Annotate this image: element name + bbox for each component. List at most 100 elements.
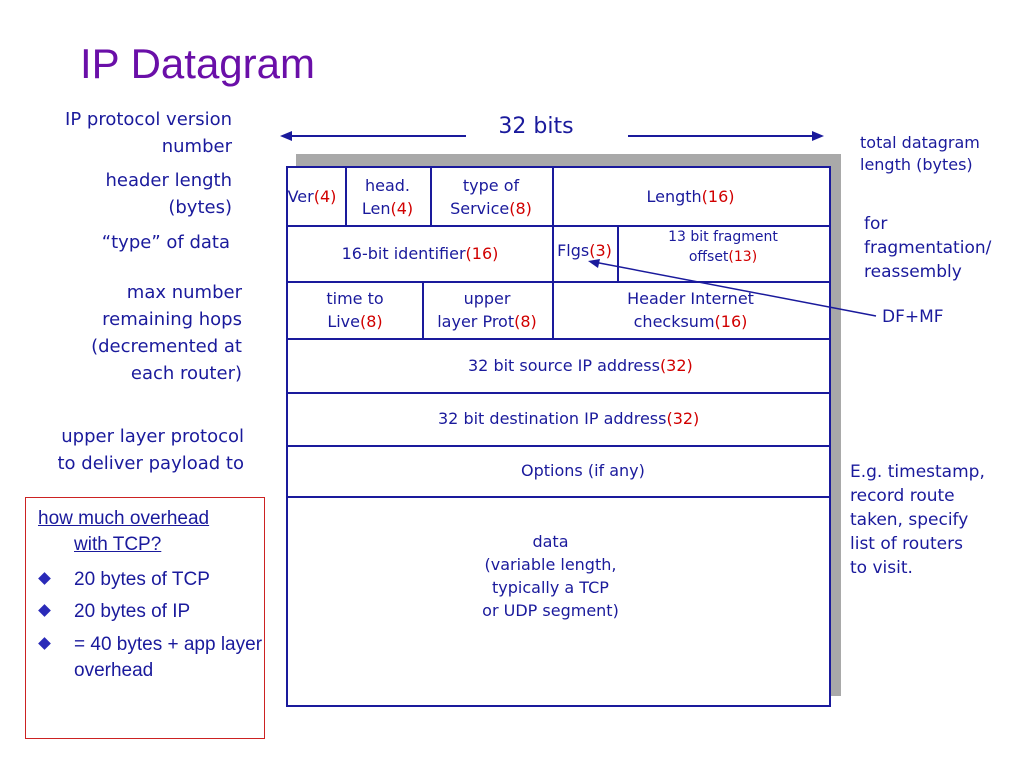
field-fragoffset-bits: (13): [728, 249, 758, 265]
overhead-bullet-text: = 40 bytes + app layer overhead: [74, 634, 263, 681]
slide-title: IP Datagram: [80, 40, 315, 87]
label-frag-line1: for: [864, 214, 888, 234]
field-type-of-service: type of Service(8): [430, 168, 552, 225]
field-headlen-line2: Len: [361, 198, 391, 218]
field-headlen-bits: (4): [390, 198, 414, 218]
field-flags-bits: (3): [589, 241, 612, 260]
label-version-line1: IP protocol version: [65, 109, 232, 130]
label-options-line4: list of routers: [850, 534, 963, 554]
field-fragment-offset: 13 bit fragment offset(13): [617, 225, 829, 281]
field-proto-bits: (8): [514, 311, 537, 331]
field-source-address: 32 bit source IP address(32): [288, 338, 829, 392]
field-ttl-bits: (8): [359, 311, 383, 331]
field-data-line4: or UDP segment): [482, 601, 619, 620]
field-options-label: Options (if any): [521, 461, 645, 480]
col-divider: [552, 168, 554, 225]
datagram-box: Ver(4) head. Len(4) type of Service(8) L…: [286, 166, 831, 707]
field-checksum-bits: (16): [714, 311, 748, 331]
overhead-question: how much overhead with TCP?: [38, 506, 209, 558]
field-fragoffset-line2: offset: [688, 249, 729, 265]
label-options-line1: E.g. timestamp,: [850, 462, 985, 482]
overhead-note: how much overhead with TCP? 20 bytes of …: [25, 497, 265, 739]
bit-width-arrows: [280, 131, 824, 141]
field-identifier: 16-bit identifier(16): [288, 225, 552, 281]
field-data-line3: typically a TCP: [492, 578, 609, 597]
row-divider: [288, 445, 829, 447]
overhead-bullet-text: 20 bytes of IP: [74, 601, 191, 622]
overhead-bullet-text: 20 bytes of TCP: [74, 569, 210, 590]
col-divider: [430, 168, 432, 225]
label-frag-line3: reassembly: [864, 262, 962, 282]
overhead-question-line2: with TCP?: [74, 534, 162, 555]
field-protocol: upper layer Prot(8): [422, 281, 552, 338]
field-flags-label: Flgs: [557, 241, 590, 260]
field-version: Ver(4): [278, 168, 346, 225]
field-dst-bits: (32): [666, 409, 700, 428]
field-options: Options (if any): [288, 445, 829, 496]
label-options-line3: taken, specify: [850, 510, 969, 530]
row-divider: [288, 392, 829, 394]
label-header-length-line1: header length: [105, 170, 232, 191]
field-length-bits: (16): [701, 187, 735, 206]
field-data-line2: (variable length,: [484, 555, 617, 574]
label-total-length-line2: length (bytes): [860, 155, 973, 174]
col-divider: [617, 225, 619, 281]
col-divider: [422, 281, 424, 338]
label-ttl-line4: each router): [130, 363, 242, 384]
overhead-question-line1: how much overhead: [38, 508, 210, 529]
col-divider: [345, 168, 347, 225]
flags-pointer-arrow: [588, 259, 877, 317]
field-version-label: Ver: [287, 187, 314, 206]
field-tos-line1: type of: [462, 175, 520, 195]
field-ttl: time to Live(8): [288, 281, 422, 338]
field-proto-line2: layer Prot: [437, 311, 515, 331]
label-ttl-line3: (decremented at: [91, 336, 242, 357]
field-length: Length(16): [552, 168, 829, 225]
field-src-bits: (32): [659, 355, 693, 375]
field-header-length: head. Len(4): [345, 168, 430, 225]
field-length-label: Length: [646, 187, 702, 206]
label-dfmf: DF+MF: [882, 307, 944, 327]
label-ttl-line2: remaining hops: [102, 309, 242, 330]
field-ttl-line2: Live: [327, 311, 360, 331]
label-total-length: total datagram length (bytes): [860, 132, 980, 176]
label-options-line5: to visit.: [850, 558, 913, 578]
label-version: IP protocol version number: [20, 106, 232, 160]
field-identifier-label: 16-bit identifier: [341, 243, 466, 263]
field-checksum: Header Internet checksum(16): [552, 281, 829, 338]
row-divider: [288, 338, 829, 340]
field-data: data (variable length, typically a TCP o…: [288, 530, 813, 630]
field-ttl-line1: time to: [326, 288, 384, 308]
diamond-bullet-icon: [38, 604, 51, 617]
label-fragmentation: for fragmentation/ reassembly: [864, 212, 991, 284]
field-headlen-line1: head.: [364, 175, 410, 195]
bits-label: 32 bits: [498, 114, 574, 139]
field-flags: Flgs(3): [552, 225, 617, 281]
field-data-line1: data: [532, 532, 569, 551]
field-src-label: 32 bit source IP address: [468, 355, 660, 375]
field-tos-line2: Service: [450, 198, 510, 218]
field-proto-line1: upper: [463, 288, 511, 308]
label-header-length-line2: (bytes): [168, 197, 232, 218]
label-options-examples: E.g. timestamp, record route taken, spec…: [850, 460, 985, 580]
label-version-line2: number: [161, 136, 232, 157]
col-divider: [552, 281, 554, 338]
diamond-bullet-icon: [38, 572, 51, 585]
field-identifier-bits: (16): [465, 243, 499, 263]
label-options-line2: record route: [850, 486, 955, 506]
label-frag-line2: fragmentation/: [864, 238, 992, 258]
row-divider: [288, 496, 829, 498]
label-total-length-line1: total datagram: [860, 133, 980, 152]
label-type: “type” of data: [101, 232, 230, 253]
label-upper-line2: to deliver payload to: [57, 453, 244, 474]
label-ttl-line1: max number: [126, 282, 242, 303]
label-header-length: header length (bytes): [20, 167, 232, 221]
field-destination-address: 32 bit destination IP address(32): [288, 392, 829, 445]
row-divider: [288, 225, 829, 227]
label-upper-line1: upper layer protocol: [61, 426, 244, 447]
diamond-bullet-icon: [38, 637, 51, 650]
field-version-bits: (4): [313, 187, 337, 206]
col-divider: [552, 225, 554, 281]
field-checksum-line2: checksum: [633, 311, 715, 331]
field-fragoffset-line1: 13 bit fragment: [668, 229, 778, 245]
